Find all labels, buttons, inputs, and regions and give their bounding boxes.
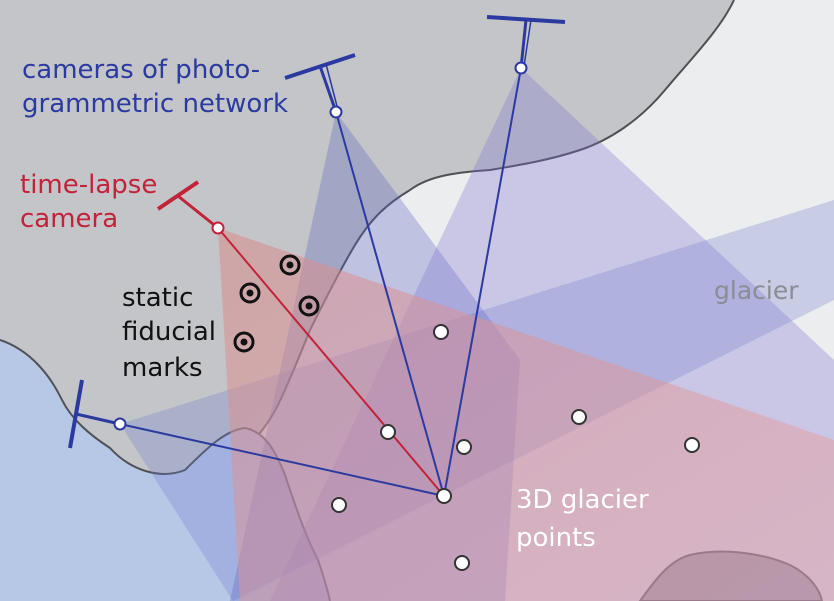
fiducial-mark	[279, 254, 301, 276]
camera-center-icon	[514, 61, 528, 75]
glacier-point	[331, 497, 347, 513]
glacier-label: glacier	[714, 276, 799, 305]
cameras-label-line1: cameras of photo-	[22, 55, 260, 85]
camera-center-icon	[211, 221, 225, 235]
network-camera-upper-left	[284, 53, 356, 119]
timelapse-camera-fov	[218, 228, 834, 601]
ray-left-camera	[119, 423, 445, 497]
glacier-point	[454, 555, 470, 571]
network-camera-left	[68, 379, 127, 449]
glacier-point	[380, 424, 396, 440]
cameras-label-line2: grammetric network	[22, 89, 288, 119]
points-label-line1: 3D glacier	[516, 485, 649, 515]
glacier-point	[684, 437, 700, 453]
timelapse-camera	[156, 180, 225, 235]
fiducial-mark	[298, 295, 320, 317]
glacier-point	[456, 439, 472, 455]
glacier-point	[433, 324, 449, 340]
glacier-point	[436, 488, 452, 504]
ray-upper-right-camera	[443, 67, 522, 497]
ray-timelapse-camera	[217, 227, 445, 497]
camera-center-icon	[329, 105, 343, 119]
fiducial-mark	[239, 282, 261, 304]
fiducial-label-line3: marks	[122, 353, 203, 383]
glacier-point	[571, 409, 587, 425]
points-label-line2: points	[516, 523, 596, 553]
land-region	[0, 0, 734, 556]
timelapse-label-line2: camera	[20, 204, 118, 234]
fiducial-mark	[233, 331, 255, 353]
network-camera-upper-right	[486, 15, 566, 75]
fiducial-label-line1: static	[122, 283, 193, 313]
timelapse-label-line1: time-lapse	[20, 170, 157, 200]
fiducial-label-line2: fiducial	[122, 317, 216, 347]
camera-center-icon	[113, 417, 127, 431]
ray-upper-left-camera	[335, 111, 445, 497]
